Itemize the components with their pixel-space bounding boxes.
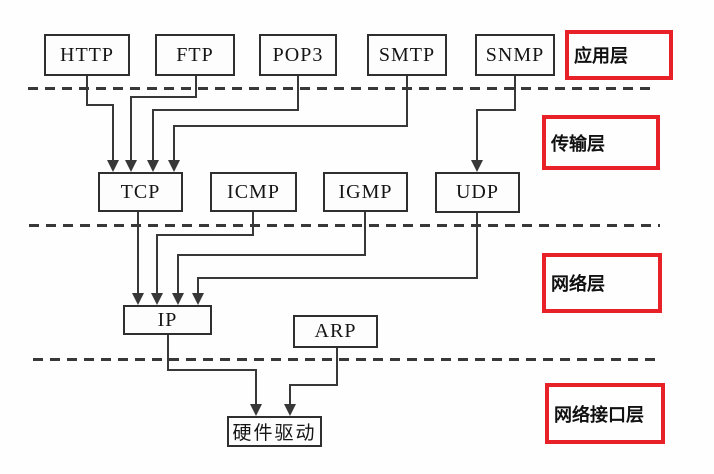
igmp-box: IGMP [323,172,408,212]
edge-http-tcp-arrowhead-icon [107,160,119,172]
ftp-box: FTP [155,34,235,76]
edge-snmp-udp-seg [476,109,478,161]
edge-pop3-tcp-seg [152,109,154,161]
edge-igmp-ip-arrowhead-icon [172,293,184,305]
edge-ftp-tcp-seg [195,76,197,98]
transport-layer-label: 传输层 [542,115,660,170]
icmp-box: ICMP [210,172,297,212]
edge-smtp-tcp-seg [406,76,408,127]
edge-arp-hwdriver-arrowhead-icon [284,404,296,416]
edge-smtp-tcp-arrowhead-icon [168,160,180,172]
edge-snmp-udp-arrowhead-icon [471,160,483,172]
edge-icmp-ip-seg [252,212,254,236]
edge-smtp-tcp-seg [173,125,408,127]
edge-arp-hwdriver-seg [336,348,338,386]
edge-http-tcp-seg [86,76,88,106]
edge-http-tcp-seg [86,104,114,106]
edge-igmp-ip-seg [364,212,366,256]
edge-ftp-tcp-seg [130,96,132,161]
edge-icmp-ip-arrowhead-icon [151,293,163,305]
edge-smtp-tcp-seg [173,125,175,161]
edge-udp-ip-seg [197,277,478,279]
http-box: HTTP [44,34,130,76]
edge-ip-hwdriver-seg [255,369,257,405]
network-interface-layer-label: 网络接口层 [545,383,665,444]
layer-divider-network-interface [33,358,659,361]
edge-udp-ip-seg [476,213,478,279]
network-layer-label: 网络层 [542,253,662,313]
edge-ip-hwdriver-arrowhead-icon [250,404,262,416]
pop3-box: POP3 [259,34,337,76]
edge-tcp-ip-seg [137,212,139,294]
edge-pop3-tcp-arrowhead-icon [147,160,159,172]
hardware-driver-box: 硬件驱动 [227,416,322,447]
tcp-box: TCP [98,172,183,212]
edge-snmp-udp-seg [476,109,516,111]
udp-box: UDP [435,172,520,213]
edge-icmp-ip-seg [156,234,158,294]
snmp-box: SNMP [475,34,555,76]
layer-divider-transport-network [29,224,660,227]
edge-tcp-ip-arrowhead-icon [132,293,144,305]
edge-pop3-tcp-seg [297,76,299,111]
edge-ftp-tcp-arrowhead-icon [125,160,137,172]
edge-ip-hwdriver-seg [167,369,257,371]
layer-divider-application-transport [28,87,650,90]
arp-box: ARP [293,315,378,348]
smtp-box: SMTP [367,34,447,76]
edge-igmp-ip-seg [177,254,179,294]
edge-ip-hwdriver-seg [167,335,169,371]
ip-box: IP [123,305,212,335]
edge-snmp-udp-seg [514,76,516,111]
edge-pop3-tcp-seg [152,109,299,111]
application-layer-label: 应用层 [565,30,673,80]
edge-udp-ip-seg [197,277,199,294]
edge-http-tcp-seg [112,104,114,161]
edge-igmp-ip-seg [177,254,366,256]
edge-ftp-tcp-seg [130,96,197,98]
edge-arp-hwdriver-seg [289,384,291,405]
edge-icmp-ip-seg [156,234,254,236]
edge-arp-hwdriver-seg [289,384,338,386]
edge-udp-ip-arrowhead-icon [192,293,204,305]
